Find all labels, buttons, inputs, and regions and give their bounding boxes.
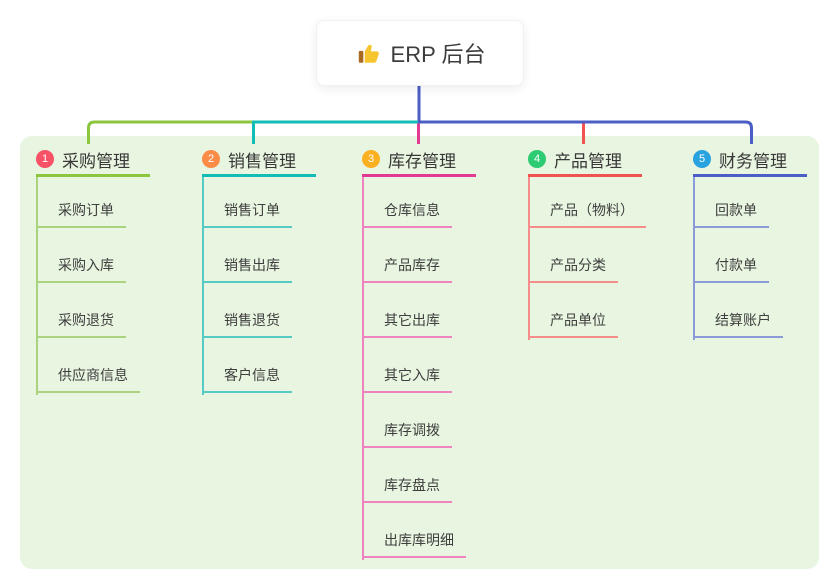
node-settlement-account[interactable]: 结算账户 bbox=[693, 310, 783, 338]
node-receipt-bill[interactable]: 回款单 bbox=[693, 200, 769, 228]
branch-finance-label: 财务管理 bbox=[719, 151, 787, 171]
branch-purchase-heading[interactable]: 1 采购管理 bbox=[36, 147, 150, 177]
node-supplier-info[interactable]: 供应商信息 bbox=[36, 365, 140, 393]
branch-sales-connector bbox=[202, 177, 204, 395]
node-sales-return[interactable]: 销售退货 bbox=[202, 310, 292, 338]
branch-finance-heading[interactable]: 5 财务管理 bbox=[693, 147, 807, 177]
badge-5: 5 bbox=[693, 150, 711, 168]
node-other-inbound[interactable]: 其它入库 bbox=[362, 365, 452, 393]
branch-product-connector bbox=[528, 177, 530, 340]
node-product-category[interactable]: 产品分类 bbox=[528, 255, 618, 283]
node-customer-info[interactable]: 客户信息 bbox=[202, 365, 292, 393]
branch-product-label: 产品管理 bbox=[554, 151, 622, 171]
badge-2: 2 bbox=[202, 150, 220, 168]
branches-panel bbox=[20, 136, 819, 569]
node-purchase-return[interactable]: 采购退货 bbox=[36, 310, 126, 338]
branch-inventory-heading[interactable]: 3 库存管理 bbox=[362, 147, 476, 177]
branch-purchase-connector bbox=[36, 177, 38, 395]
node-product-unit[interactable]: 产品单位 bbox=[528, 310, 618, 338]
node-purchase-order[interactable]: 采购订单 bbox=[36, 200, 126, 228]
branch-inventory-connector bbox=[362, 177, 364, 560]
node-product-stock[interactable]: 产品库存 bbox=[362, 255, 452, 283]
node-sales-order[interactable]: 销售订单 bbox=[202, 200, 292, 228]
badge-4: 4 bbox=[528, 150, 546, 168]
thumbs-up-icon bbox=[355, 40, 381, 66]
node-product-material[interactable]: 产品（物料） bbox=[528, 200, 646, 228]
node-stock-transfer[interactable]: 库存调拨 bbox=[362, 420, 452, 448]
badge-3: 3 bbox=[362, 150, 380, 168]
branch-inventory-label: 库存管理 bbox=[388, 151, 456, 171]
node-other-outbound[interactable]: 其它出库 bbox=[362, 310, 452, 338]
branch-purchase-label: 采购管理 bbox=[62, 151, 130, 171]
node-outbound-detail[interactable]: 出库库明细 bbox=[362, 530, 466, 558]
root-node[interactable]: ERP 后台 bbox=[316, 20, 524, 86]
node-purchase-inbound[interactable]: 采购入库 bbox=[36, 255, 126, 283]
node-payment-bill[interactable]: 付款单 bbox=[693, 255, 769, 283]
node-stock-count[interactable]: 库存盘点 bbox=[362, 475, 452, 503]
branch-finance-connector bbox=[693, 177, 695, 340]
node-sales-outbound[interactable]: 销售出库 bbox=[202, 255, 292, 283]
branch-product-heading[interactable]: 4 产品管理 bbox=[528, 147, 642, 177]
branch-sales-label: 销售管理 bbox=[228, 151, 296, 171]
node-warehouse-info[interactable]: 仓库信息 bbox=[362, 200, 452, 228]
root-node-label: ERP 后台 bbox=[390, 42, 486, 67]
branch-sales-heading[interactable]: 2 销售管理 bbox=[202, 147, 316, 177]
badge-1: 1 bbox=[36, 150, 54, 168]
